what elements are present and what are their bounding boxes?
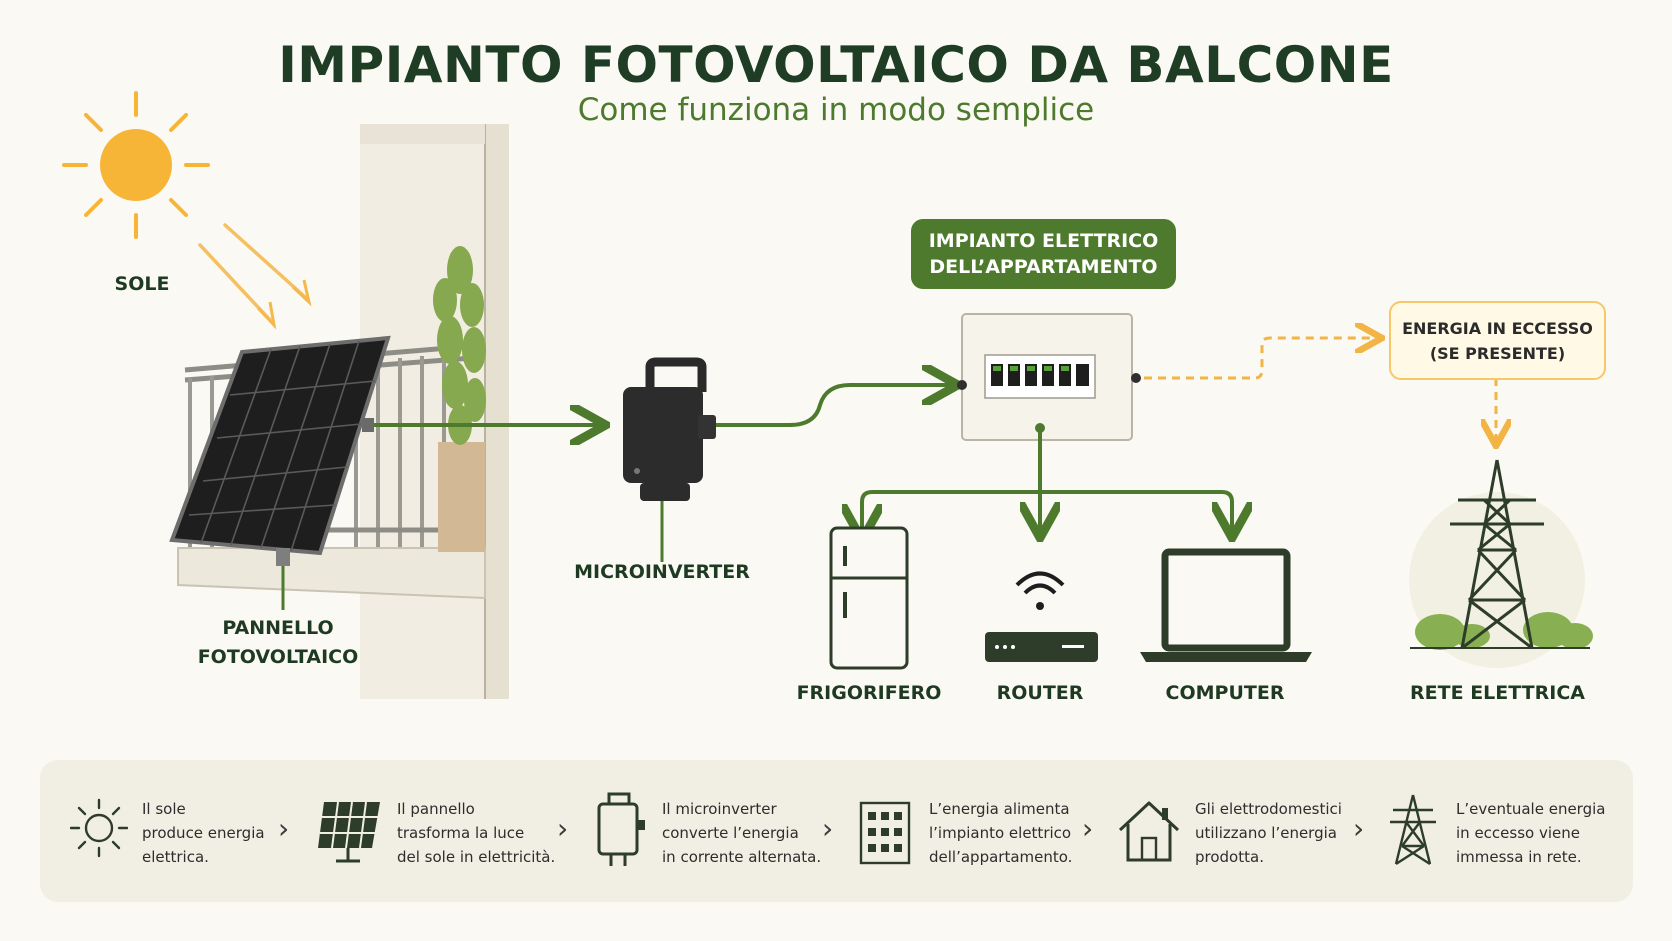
step-5-line3: prodotta. [1195, 848, 1264, 866]
solar-panel-icon [318, 801, 380, 863]
pylon-icon [1390, 794, 1436, 866]
excess-energy-line1: ENERGIA IN ECCESSO [1402, 318, 1593, 338]
router-label: ROUTER [996, 682, 1084, 704]
sun-label: SOLE [114, 273, 170, 295]
panel-label: PANNELLO FOTOVOLTAICO [178, 614, 378, 672]
microinverter-illustration [623, 357, 716, 562]
apartment-electrical-box: IMPIANTO ELETTRICO DELL’APPARTAMENTO [911, 219, 1176, 289]
step-5-text: Gli elettrodomestici utilizzano l’energi… [1195, 797, 1355, 869]
computer-label: COMPUTER [1165, 682, 1285, 704]
apartment-electrical-line2: DELL’APPARTAMENTO [929, 256, 1158, 278]
step-chevron-icon: › [1353, 812, 1365, 845]
microinverter-label: MICROINVERTER [574, 561, 750, 583]
excess-energy-line2: (SE PRESENTE) [1429, 343, 1566, 363]
steps-bar [40, 760, 1633, 902]
step-3-line1: Il microinverter [662, 800, 777, 818]
step-chevron-icon: › [1082, 812, 1094, 845]
step-5-line1: Gli elettrodomestici [1195, 800, 1342, 818]
page-subtitle: Come funziona in modo semplice [577, 92, 1095, 128]
step-1-line2: produce energia [142, 824, 265, 842]
step-2-line1: Il pannello [397, 800, 475, 818]
page-title: IMPIANTO FOTOVOLTAICO DA BALCONE [278, 36, 1394, 94]
breaker-panel-illustration [957, 313, 1141, 441]
step-3-line3: in corrente alternata. [662, 848, 822, 866]
grid-label: RETE ELETTRICA [1410, 682, 1585, 704]
apartment-electrical-line1: IMPIANTO ELETTRICO [928, 230, 1159, 252]
house-icon [1118, 801, 1180, 862]
microinverter-icon [597, 792, 645, 866]
step-1-line3: elettrica. [142, 848, 209, 866]
flow-arrows-distribution [862, 428, 1232, 532]
sun-icon [62, 91, 312, 330]
step-3-line2: converte l’energia [662, 824, 799, 842]
flow-arrow-inverter-to-box [716, 385, 950, 427]
computer-icon [1140, 548, 1312, 662]
pylon-icon [1409, 459, 1593, 668]
step-6-text: L’eventuale energia in eccesso viene imm… [1456, 797, 1626, 869]
balcony-illustration [177, 124, 509, 699]
step-2-line2: trasforma la luce [397, 824, 525, 842]
fridge-icon [829, 526, 909, 670]
step-4-line3: dell’appartamento. [929, 848, 1073, 866]
step-4-line1: L’energia alimenta [929, 800, 1070, 818]
solar-panel-illustration [169, 335, 391, 566]
flow-arrow-excess [1144, 338, 1376, 380]
step-chevron-icon: › [278, 812, 290, 845]
step-6-line1: L’eventuale energia [1456, 800, 1606, 818]
sun-icon [70, 798, 128, 858]
step-chevron-icon: › [822, 812, 834, 845]
step-5-line2: utilizzano l’energia [1195, 824, 1337, 842]
step-4-text: L’energia alimenta l’impianto elettrico … [929, 797, 1089, 869]
step-6-line3: immessa in rete. [1456, 848, 1582, 866]
panel-label-line2: FOTOVOLTAICO [197, 646, 359, 668]
step-4-line2: l’impianto elettrico [929, 824, 1072, 842]
step-6-line2: in eccesso viene [1456, 824, 1580, 842]
step-1-text: Il sole produce energia elettrica. [142, 797, 272, 869]
step-2-line3: del sole in elettricità. [397, 848, 556, 866]
fridge-label: FRIGORIFERO [796, 682, 942, 704]
step-2-text: Il pannello trasforma la luce del sole i… [397, 797, 557, 869]
router-icon [985, 571, 1098, 662]
excess-energy-box: ENERGIA IN ECCESSO (SE PRESENTE) [1389, 301, 1606, 380]
breaker-panel-icon [859, 801, 911, 865]
step-chevron-icon: › [557, 812, 569, 845]
step-1-line1: Il sole [142, 800, 186, 818]
panel-label-line1: PANNELLO [222, 617, 334, 639]
step-3-text: Il microinverter converte l’energia in c… [662, 797, 822, 869]
